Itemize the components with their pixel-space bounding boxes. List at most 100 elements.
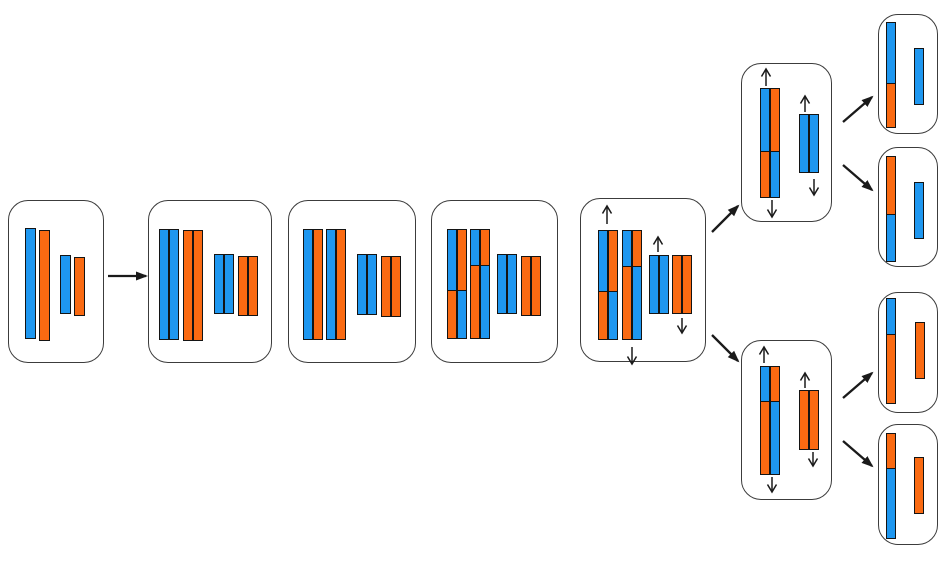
chromatid-segment-blue xyxy=(887,299,895,335)
chromatid-segment-blue xyxy=(458,290,466,338)
chromatid-segment-blue xyxy=(498,255,506,313)
chromatid-bar xyxy=(770,88,780,198)
chromatid-segment-orange xyxy=(184,231,192,340)
chromatid-bar xyxy=(914,457,924,514)
chromatid-bar xyxy=(622,230,632,340)
arrow-meiosis-ii-gamete-3-icon xyxy=(842,371,874,399)
chromatid-segment-blue xyxy=(61,256,70,313)
chromatid-segment-blue xyxy=(358,255,366,314)
chromatid-bar xyxy=(357,254,367,315)
arrow-meiosis-ii-gamete-4-icon xyxy=(842,440,874,468)
chromatid-segment-blue xyxy=(771,150,779,197)
chromatid-bar xyxy=(169,229,179,340)
chromatid-segment-orange xyxy=(337,230,345,339)
chromatid-segment-blue xyxy=(225,255,233,313)
chromatid-segment-orange xyxy=(599,291,607,339)
chromatid-bar xyxy=(914,182,924,239)
chromatid-segment-blue xyxy=(170,230,178,339)
chromatid-segment-orange xyxy=(481,230,489,265)
chromatid-segment-blue xyxy=(887,23,895,84)
chromatid-segment-blue xyxy=(304,230,312,339)
chromatid-bar xyxy=(886,298,896,404)
chromatid-bar xyxy=(659,255,669,314)
chromatid-segment-orange xyxy=(392,257,400,316)
chromatid-bar xyxy=(809,390,819,450)
chromatid-bar xyxy=(391,256,401,317)
chromatid-segment-orange xyxy=(522,257,530,315)
chromatid-segment-orange xyxy=(458,230,466,291)
chromatid-bar xyxy=(214,254,224,314)
chromatid-bar xyxy=(531,256,541,316)
chromatid-bar xyxy=(381,256,391,317)
chromatid-segment-blue xyxy=(800,115,808,172)
chromatid-segment-blue xyxy=(599,231,607,292)
chromatid-bar xyxy=(447,229,457,339)
arrow-meiosis-ii-gamete-2-icon xyxy=(842,164,874,192)
chromatid-segment-orange xyxy=(249,257,257,315)
arrow-meiosis-i-bottom-icon xyxy=(711,334,740,363)
chromatid-segment-blue xyxy=(650,256,658,313)
chromatid-segment-orange xyxy=(448,290,456,338)
chromatid-segment-orange xyxy=(887,83,895,127)
chromatid-bar xyxy=(480,229,490,339)
chromatid-bar xyxy=(507,254,517,314)
chromatid-segment-orange xyxy=(633,231,641,266)
chromatid-bar xyxy=(915,322,925,379)
chromatid-segment-orange xyxy=(471,264,479,338)
chromatid-bar xyxy=(886,433,896,539)
chromatid-segment-orange xyxy=(771,367,779,402)
chromatid-segment-blue xyxy=(915,49,923,104)
chromatid-bar xyxy=(224,254,234,314)
chromatid-segment-orange xyxy=(761,401,769,474)
chromatid-bar xyxy=(760,366,770,475)
chromatid-segment-orange xyxy=(623,265,631,339)
chromatid-bar xyxy=(193,230,203,341)
chromatid-bar xyxy=(313,229,323,340)
chromatid-segment-blue xyxy=(368,255,376,314)
chromatid-bar xyxy=(336,229,346,340)
chromatid-bar xyxy=(238,256,248,316)
chromatid-segment-blue xyxy=(481,264,489,338)
chromatid-segment-orange xyxy=(810,391,818,449)
chromatid-segment-blue xyxy=(215,255,223,313)
chromatid-segment-orange xyxy=(683,256,691,313)
chromatid-segment-orange xyxy=(887,434,895,469)
chromatid-bar xyxy=(60,255,71,314)
chromatid-segment-blue xyxy=(623,231,631,266)
chromatid-segment-blue xyxy=(26,229,35,338)
chromatid-bar xyxy=(521,256,531,316)
chromatid-segment-blue xyxy=(810,115,818,172)
chromatid-bar xyxy=(770,366,780,475)
chromatid-bar xyxy=(159,229,169,340)
chromatid-segment-orange xyxy=(609,231,617,292)
chromatid-segment-blue xyxy=(448,230,456,291)
chromatid-bar xyxy=(25,228,36,339)
chromatid-bar xyxy=(760,88,770,198)
chromatid-bar xyxy=(809,114,819,173)
chromatid-bar xyxy=(608,230,618,340)
chromatid-bar xyxy=(183,230,193,341)
chromatid-bar xyxy=(914,48,924,105)
cell-parent-box xyxy=(8,200,104,363)
chromatid-bar xyxy=(326,229,336,340)
chromatid-bar xyxy=(799,390,809,450)
chromatid-segment-blue xyxy=(887,214,895,261)
chromatid-segment-orange xyxy=(771,89,779,151)
chromatid-bar xyxy=(470,229,480,339)
chromatid-segment-orange xyxy=(916,323,924,378)
chromatid-segment-orange xyxy=(673,256,681,313)
chromatid-bar xyxy=(303,229,313,340)
chromatid-bar xyxy=(672,255,682,314)
chromatid-segment-orange xyxy=(194,231,202,340)
chromatid-bar xyxy=(632,230,642,340)
chromatid-segment-blue xyxy=(327,230,335,339)
chromatid-segment-orange xyxy=(40,231,49,340)
chromatid-bar xyxy=(248,256,258,316)
chromatid-segment-orange xyxy=(75,258,84,315)
chromatid-bar xyxy=(367,254,377,315)
chromatid-bar xyxy=(39,230,50,341)
chromatid-bar xyxy=(649,255,659,314)
chromatid-segment-blue xyxy=(761,89,769,151)
chromatid-bar xyxy=(74,257,85,316)
